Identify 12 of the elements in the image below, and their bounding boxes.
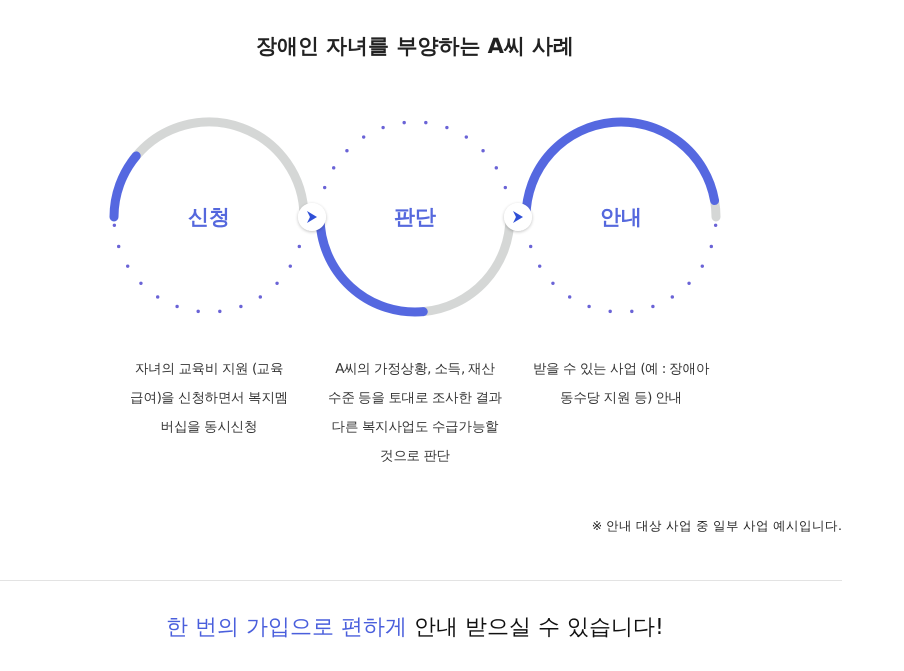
stage-label: 판단 <box>394 204 436 231</box>
description: 받을 수 있는 사업 (예 : 장애아동수당 지원 등) 안내 <box>532 360 710 408</box>
arrow <box>513 211 523 223</box>
description: 자녀의 교육비 지원 (교육급여)을 신청하면서 복지멤버십을 동시신청 <box>129 360 289 437</box>
slogan-text: 안내 받으실 수 있습니다! <box>414 615 664 640</box>
stage-label: 신청 <box>188 204 230 231</box>
arrow <box>307 211 317 223</box>
title: 장애인 자녀를 부양하는 A씨 사례 <box>254 33 576 60</box>
description: A씨의 가정상황, 소득, 재산 수준 등을 토대로 조사한 결과 다른 복지사업도 수급가능할 것으로 판단 <box>328 360 502 466</box>
stage-label: 안내 <box>600 204 642 231</box>
footnote: ※ 안내 대상 사업 중 일부 사업 예시입니다. <box>592 518 842 535</box>
slogan-text: 한 번의 가입으로 편하게 <box>166 615 408 640</box>
